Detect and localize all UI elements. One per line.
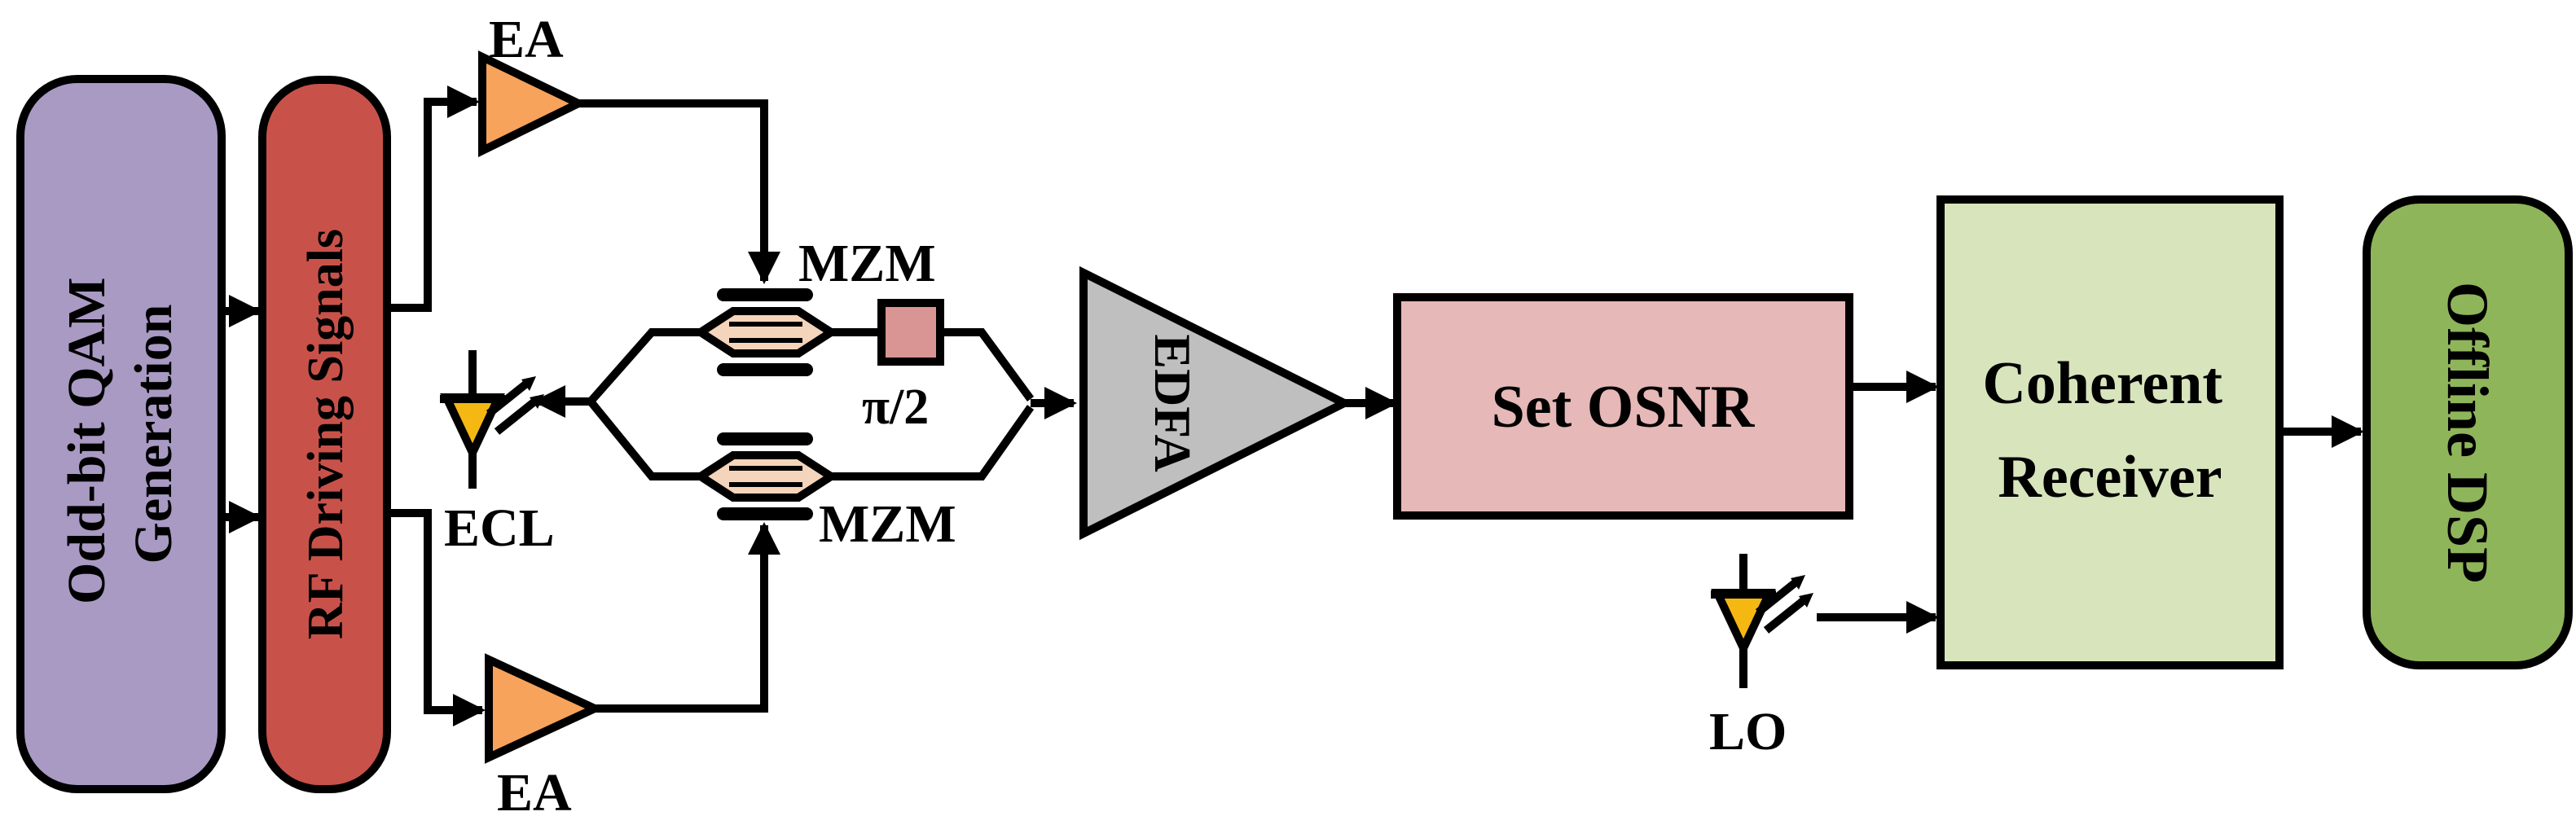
phase-shifter-box <box>877 299 944 366</box>
mzm-bottom-label: MZM <box>819 494 956 554</box>
rf-to-ea-bottom-wire <box>387 509 486 726</box>
rf-to-ea-top-wire <box>387 86 480 312</box>
svg-text:Coherent Receiver: Coherent Receiver <box>1982 350 2237 511</box>
qam-generation-label-line1: Odd-bit QAM <box>57 277 116 604</box>
lo-label: LO <box>1709 702 1787 761</box>
edfa-label: EDFA <box>1144 334 1202 472</box>
ea-bottom-label: EA <box>497 763 572 823</box>
rf-driving-signals-box <box>258 76 391 793</box>
ea-top-label: EA <box>489 10 564 69</box>
rf-driving-signals-block: RF Driving Signals <box>258 76 391 793</box>
ea-bottom-amplifier <box>485 653 604 764</box>
qam-generation-label-line2: Generation <box>124 305 183 564</box>
set-osnr-box <box>1393 293 1853 520</box>
coherent-receiver-box <box>1936 195 2284 669</box>
offline-dsp-label: Offline DSP <box>2435 282 2500 583</box>
mzm-top-icon <box>692 288 839 376</box>
ea-top-amplifier <box>478 50 588 158</box>
svg-text:Odd-bit QAM Generation: Odd-bit QAM Generation <box>57 264 183 604</box>
qam-generation-box <box>16 75 226 793</box>
rf-driving-signals-label: RF Driving Signals <box>298 229 354 639</box>
ecl-laser-icon <box>440 350 544 489</box>
ea-bottom-to-mzm-wire <box>595 522 780 713</box>
offline-dsp-box <box>2363 195 2573 669</box>
qam-generation-block: Odd-bit QAM Generation <box>16 75 226 793</box>
set-osnr-label: Set OSNR <box>1492 374 1756 441</box>
mzm-top-label: MZM <box>798 234 936 293</box>
lo-laser-icon <box>1711 554 1813 688</box>
edfa-amplifier <box>1079 265 1354 541</box>
coherent-receiver-label-line2: Receiver <box>1998 444 2222 511</box>
ecl-label: ECL <box>444 498 555 558</box>
mzm-bottom-icon <box>692 432 839 520</box>
coherent-receiver-label-line1: Coherent <box>1982 350 2222 417</box>
phase-shifter-label: π/2 <box>862 380 929 435</box>
ea-top-to-mzm-wire <box>578 99 780 284</box>
